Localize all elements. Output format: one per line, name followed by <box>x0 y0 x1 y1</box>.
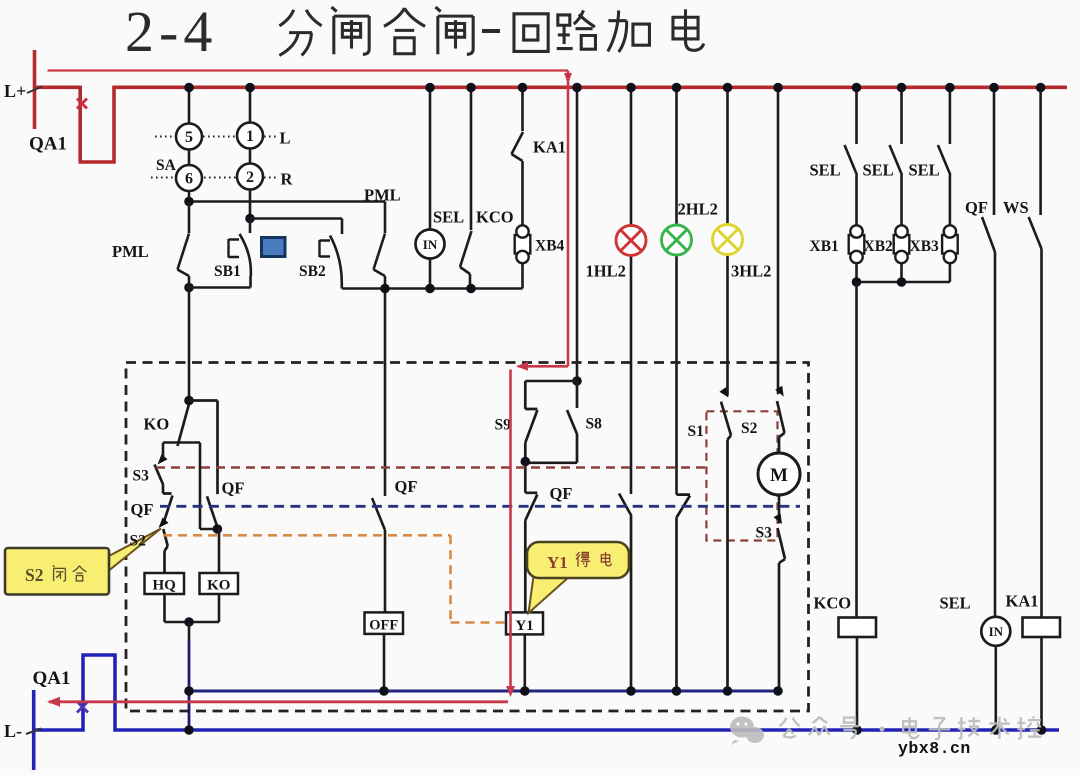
svg-text:S8: S8 <box>586 416 603 433</box>
svg-text:OFF: OFF <box>369 618 398 634</box>
svg-text:SEL: SEL <box>909 161 940 180</box>
svg-text:SB2: SB2 <box>299 263 326 280</box>
svg-text:R: R <box>281 170 294 189</box>
svg-text:SA: SA <box>156 157 177 174</box>
svg-text:QF: QF <box>395 477 418 496</box>
svg-text:M: M <box>770 465 788 486</box>
svg-text:L-: L- <box>4 721 22 741</box>
svg-text:S3: S3 <box>133 468 150 485</box>
svg-text:PML: PML <box>364 186 401 205</box>
svg-text:SEL: SEL <box>810 161 841 180</box>
svg-text:WS: WS <box>1003 198 1029 217</box>
svg-text:QA1: QA1 <box>29 134 67 155</box>
svg-text:QF: QF <box>131 500 154 519</box>
svg-text:1HL2: 1HL2 <box>586 262 626 281</box>
svg-text:2: 2 <box>246 169 254 186</box>
svg-text:HQ: HQ <box>153 578 177 594</box>
svg-text:PML: PML <box>112 242 149 261</box>
svg-text:6: 6 <box>185 171 193 188</box>
svg-text:SEL: SEL <box>433 208 464 227</box>
svg-text:L: L <box>280 129 291 148</box>
svg-text:L+: L+ <box>4 81 26 101</box>
svg-text:SEL: SEL <box>863 161 894 180</box>
svg-text:KA1: KA1 <box>1006 592 1039 611</box>
svg-text:IN: IN <box>989 624 1004 639</box>
svg-text:KCO: KCO <box>814 594 852 613</box>
svg-text:ybx8.cn: ybx8.cn <box>898 739 971 758</box>
svg-text:SEL: SEL <box>940 594 971 613</box>
svg-text:Y1: Y1 <box>547 553 568 572</box>
svg-text:SB1: SB1 <box>214 263 241 280</box>
svg-text:KCO: KCO <box>476 208 514 227</box>
svg-text:3HL2: 3HL2 <box>731 262 771 281</box>
svg-text:XB3: XB3 <box>910 238 940 255</box>
svg-text:KA1: KA1 <box>533 138 566 157</box>
svg-text:Y1: Y1 <box>515 618 533 634</box>
svg-text:XB2: XB2 <box>864 238 894 255</box>
svg-text:QF: QF <box>222 479 245 498</box>
svg-text:QF: QF <box>550 484 573 503</box>
svg-text:QF: QF <box>965 198 988 217</box>
svg-text:2HL2: 2HL2 <box>678 200 718 219</box>
svg-text:5: 5 <box>185 129 193 146</box>
svg-text:S2: S2 <box>130 533 147 550</box>
svg-text:KO: KO <box>144 415 170 434</box>
svg-text:S2: S2 <box>25 565 43 585</box>
svg-text:S2: S2 <box>741 420 758 437</box>
svg-text:S3: S3 <box>756 525 773 542</box>
svg-text:XB1: XB1 <box>810 238 839 255</box>
svg-text:S1: S1 <box>688 423 704 440</box>
svg-text:XB4: XB4 <box>535 238 565 255</box>
svg-text:KO: KO <box>207 578 230 594</box>
svg-text:IN: IN <box>423 237 438 252</box>
svg-text:2-4: 2-4 <box>125 0 217 64</box>
svg-text:S9: S9 <box>495 417 512 434</box>
svg-text:1: 1 <box>246 128 254 145</box>
svg-text:QA1: QA1 <box>33 668 71 689</box>
